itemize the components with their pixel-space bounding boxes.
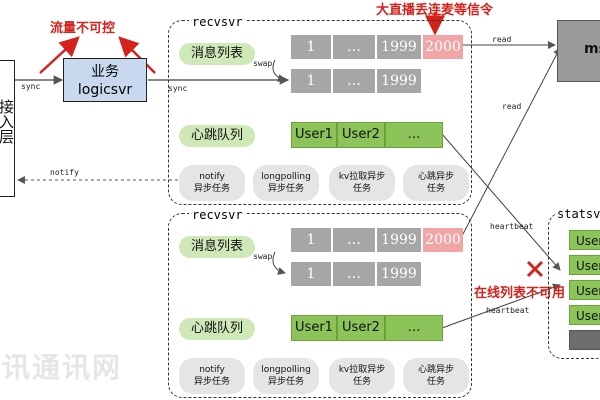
swap-label: swap	[253, 252, 273, 261]
stats-user-cell: User	[569, 255, 600, 275]
msg-cell: 1	[291, 228, 331, 252]
msg-list-label: 消息列表	[179, 236, 255, 258]
stats-user-cell: User	[569, 230, 600, 250]
user-cell: User1	[291, 315, 337, 341]
recvsvr-title: recvsvr	[189, 208, 246, 222]
broken-x-icon	[526, 260, 544, 278]
swap1-arrow	[272, 59, 286, 82]
logicsvr-box: 业务 logicsvr	[63, 58, 147, 102]
recvsvr-title: recvsvr	[189, 15, 246, 29]
heartbeat2-label: heartbeat	[486, 306, 530, 315]
watermark: 讯通讯网	[2, 351, 123, 384]
task-kv: kv拉取异步任务	[329, 358, 395, 394]
msg-cell: 1	[291, 69, 331, 93]
msg-cell: 1	[291, 262, 331, 286]
stats-user-cell-disabled	[569, 330, 600, 350]
logicsvr-line1: 业务	[91, 64, 119, 80]
read-mid-arrow	[461, 47, 561, 237]
user-cell: User2	[337, 122, 385, 148]
heartbeat-queue-label: 心跳队列	[179, 318, 255, 340]
statsvr-block: statsvr	[548, 207, 600, 359]
user-cell: …	[385, 122, 443, 148]
task-heartbeat: 心跳异步任务	[403, 165, 469, 201]
heartbeat2-arrow	[441, 283, 561, 329]
ms-box: ms	[557, 20, 600, 82]
online-list-note: 在线列表不可用	[474, 286, 566, 301]
msg-cell-new: 2000	[423, 35, 463, 59]
stats-user-cell: User	[569, 280, 600, 300]
flow-control-note: 流量不可控	[50, 21, 116, 36]
sync-left-label: sync	[21, 82, 41, 91]
statsvr-title: statsvr	[555, 207, 600, 221]
msg-cell: 1999	[377, 262, 421, 286]
access-layer-box: 接入层	[0, 60, 15, 197]
task-heartbeat: 心跳异步任务	[403, 358, 469, 394]
msg-cell: 1999	[377, 35, 421, 59]
live-note: 大直播丢连麦等信令	[376, 3, 494, 18]
msg-cell-new: 2000	[423, 228, 463, 252]
recvsvr-block-2: recvsvr 消息列表 swap 1 … 1999 2000 1 … 1999…	[168, 208, 472, 398]
msg-cell: 1	[291, 35, 331, 59]
task-kv: kv拉取异步任务	[329, 165, 395, 201]
heartbeat-queue-label: 心跳队列	[179, 125, 255, 147]
msg-list-label: 消息列表	[179, 43, 255, 65]
read-mid-label: read	[502, 102, 522, 111]
msg-cell: …	[333, 262, 375, 286]
stats-user-cell: User	[569, 305, 600, 325]
notify-label: notify	[50, 168, 79, 177]
flow-arrow-right	[118, 36, 156, 74]
msg-cell: 1999	[377, 228, 421, 252]
msg-cell: …	[333, 228, 375, 252]
msg-cell: …	[333, 69, 375, 93]
swap-label: swap	[253, 59, 273, 68]
user-cell: User2	[337, 315, 385, 341]
sync-right-label: sync	[168, 84, 188, 93]
logicsvr-line2: logicsvr	[77, 82, 133, 98]
swap2-arrow	[272, 251, 286, 275]
ms-label: ms	[584, 41, 600, 57]
flow-arrow-left	[39, 36, 80, 74]
user-cell: User1	[291, 122, 337, 148]
msg-cell: …	[333, 35, 375, 59]
read-top-label: read	[492, 35, 512, 44]
msg-cell: 1999	[377, 69, 421, 93]
heartbeat1-label: heartbeat	[490, 222, 534, 231]
access-layer-label: 接入层	[0, 99, 15, 144]
recvsvr-block-1: recvsvr 消息列表 swap 1 … 1999 2000 1 … 1999…	[168, 15, 472, 205]
user-cell: …	[385, 315, 443, 341]
heartbeat1-arrow	[441, 133, 561, 271]
